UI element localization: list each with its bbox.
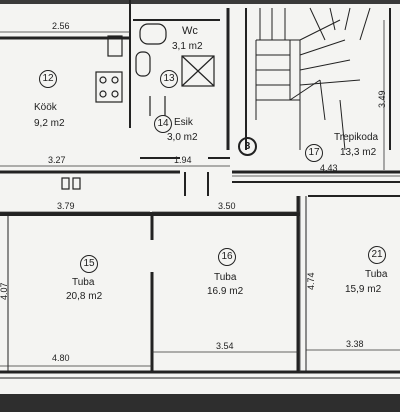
wc-fixtures bbox=[107, 23, 215, 116]
stove bbox=[61, 71, 123, 190]
walls bbox=[0, 0, 400, 379]
bottom-border bbox=[0, 394, 400, 412]
dimension-lines bbox=[0, 20, 400, 372]
top-border bbox=[0, 0, 400, 4]
staircase bbox=[255, 7, 371, 151]
